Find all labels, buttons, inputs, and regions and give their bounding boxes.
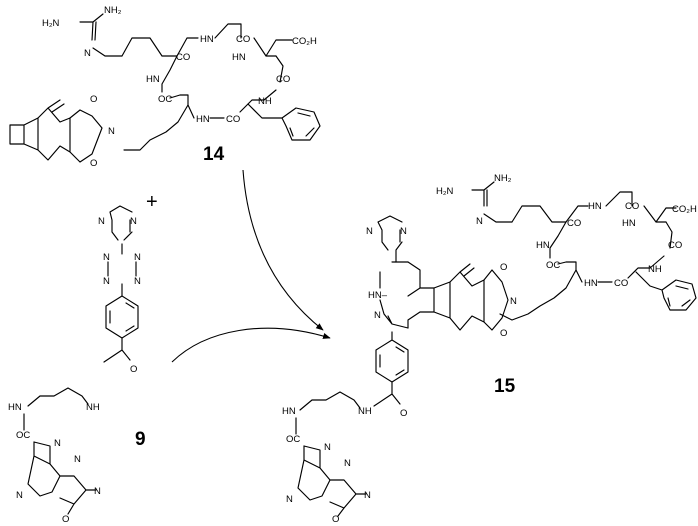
svg-text:CO: CO: [236, 34, 250, 45]
pyrimidine-ring-15: N N: [366, 215, 407, 263]
svg-text:OC: OC: [158, 94, 172, 105]
svg-text:OC: OC: [286, 434, 300, 445]
svg-text:N: N: [286, 494, 293, 505]
reaction-arrow-from-9: [171, 327, 331, 363]
svg-text:HN: HN: [536, 240, 550, 251]
dihydropyridazine-ring-15: HN– N: [368, 261, 409, 329]
svg-text:HN: HN: [8, 402, 22, 413]
compound-15-structure: H₂N NH₂ N HN CO CO₂H CO HN HN CO OC NH H…: [282, 173, 697, 525]
svg-text:CO: CO: [668, 240, 682, 251]
svg-text:N: N: [16, 490, 23, 501]
svg-text:CO: CO: [625, 201, 639, 212]
svg-text:HN: HN: [200, 34, 214, 45]
svg-text:HN: HN: [282, 406, 296, 417]
svg-text:N: N: [103, 276, 110, 287]
svg-text:NH: NH: [86, 402, 100, 413]
svg-text:N: N: [94, 486, 101, 497]
svg-text:HN: HN: [622, 218, 636, 229]
svg-text:N: N: [134, 276, 141, 287]
svg-text:HN: HN: [196, 114, 210, 125]
svg-text:CO: CO: [567, 218, 581, 229]
peptide-ring-14: HN CO CO₂H CO HN HN CO OC NH HN CO: [121, 23, 317, 125]
compound-14-structure: H₂N NH₂ N HN CO CO₂H CO HN HN CO OC NH H…: [9, 5, 321, 169]
lysine-linker-14: [123, 104, 189, 151]
svg-text:NH: NH: [648, 264, 662, 275]
svg-text:CO: CO: [614, 278, 628, 289]
temozolomide-core-9: N N N N O: [16, 413, 101, 525]
compound-9-label: 9: [135, 429, 146, 450]
svg-text:N: N: [130, 216, 137, 227]
guanidine-group-14: H₂N NH₂ N: [42, 5, 123, 59]
svg-text:N: N: [84, 48, 91, 59]
svg-text:NH: NH: [258, 96, 272, 107]
svg-text:O: O: [400, 408, 407, 419]
reaction-arrow-from-14: [242, 169, 324, 331]
svg-text:N: N: [108, 126, 115, 137]
svg-text:N: N: [134, 252, 141, 263]
bicyclic-imide-14: O N O: [9, 94, 115, 169]
svg-text:O: O: [130, 364, 137, 375]
compound-15-label: 15: [494, 376, 516, 397]
guanidine-group-15: H₂N NH₂ N: [436, 173, 513, 227]
reaction-arrows: [171, 169, 331, 363]
svg-text:N: N: [374, 310, 381, 321]
svg-text:N: N: [324, 442, 331, 453]
svg-text:O: O: [90, 158, 97, 169]
lysine-linker-15: [499, 269, 577, 321]
svg-text:HN: HN: [584, 278, 598, 289]
svg-text:N: N: [74, 454, 81, 465]
svg-text:HN: HN: [588, 201, 602, 212]
svg-text:NH₂: NH₂: [494, 173, 512, 184]
svg-text:N: N: [54, 438, 61, 449]
svg-text:N: N: [364, 490, 371, 501]
svg-text:O: O: [90, 94, 97, 105]
fused-polycycle-15: O N O: [407, 261, 517, 339]
amide-linker-9: O NH HN OC: [8, 337, 137, 441]
svg-text:O: O: [500, 262, 507, 273]
svg-text:HN: HN: [232, 52, 246, 63]
phenyl-ring-15: [375, 331, 409, 383]
svg-text:OC: OC: [546, 260, 560, 271]
svg-text:H₂N: H₂N: [42, 18, 60, 29]
compound-9-structure: N N N N N N O NH HN OC N N N N O: [8, 205, 141, 525]
svg-text:O: O: [62, 514, 69, 525]
svg-text:N: N: [98, 216, 105, 227]
svg-text:NH: NH: [358, 406, 372, 417]
svg-text:O: O: [500, 328, 507, 339]
svg-text:HN–: HN–: [368, 290, 388, 301]
svg-text:N: N: [510, 296, 517, 307]
tetrazine-ring-9: N N N N: [103, 243, 141, 297]
peptide-ring-15: HN CO CO₂H CO HN HN CO OC NH HN CO: [511, 191, 697, 289]
svg-text:N: N: [366, 226, 373, 237]
svg-text:H₂N: H₂N: [436, 186, 454, 197]
amide-linker-15: O NH HN OC: [282, 381, 407, 445]
svg-text:HN: HN: [146, 74, 160, 85]
svg-text:N: N: [103, 252, 110, 263]
svg-text:CO: CO: [176, 52, 190, 63]
svg-text:OC: OC: [16, 430, 30, 441]
temozolomide-core-15: N N N N O: [286, 417, 371, 525]
svg-text:N: N: [400, 226, 407, 237]
svg-text:CO₂H: CO₂H: [672, 204, 697, 215]
svg-text:CO₂H: CO₂H: [292, 36, 317, 47]
svg-text:CO: CO: [226, 114, 240, 125]
svg-text:O: O: [332, 514, 339, 525]
svg-text:NH₂: NH₂: [104, 5, 122, 16]
plus-sign: +: [146, 191, 158, 213]
svg-text:CO: CO: [276, 74, 290, 85]
benzyl-group-14: [247, 103, 321, 141]
compound-14-label: 14: [203, 144, 225, 165]
pyrimidine-ring-9: N N: [98, 205, 137, 241]
benzyl-group-15: [635, 271, 697, 311]
phenyl-ring-9: [105, 295, 139, 339]
svg-text:N: N: [476, 216, 483, 227]
svg-text:N: N: [344, 458, 351, 469]
